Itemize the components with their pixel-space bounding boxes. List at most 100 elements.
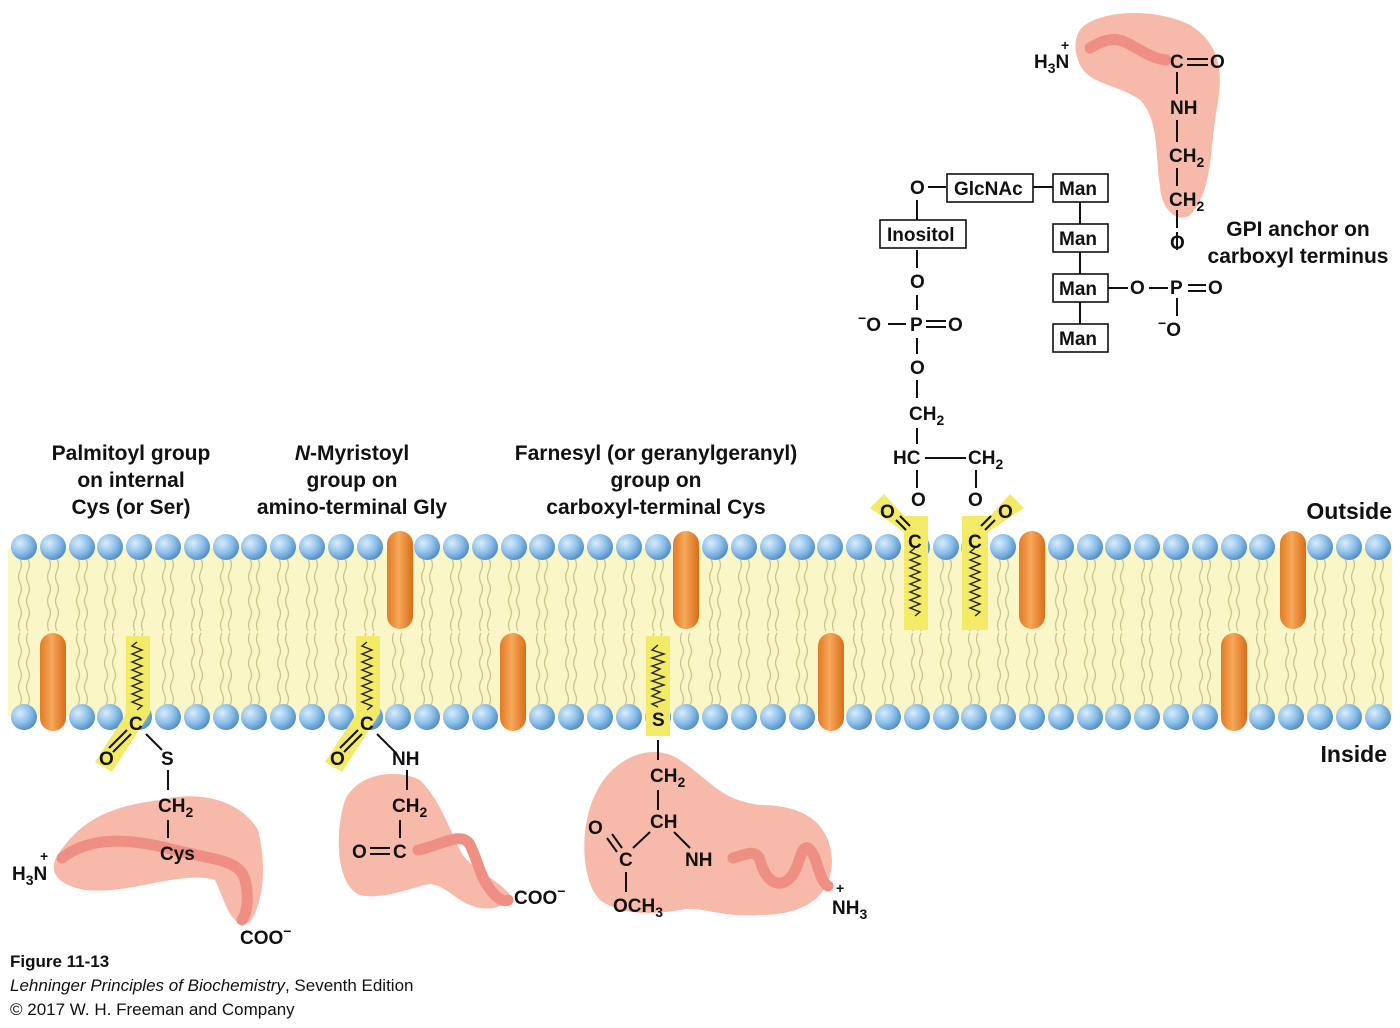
lipid-tail	[276, 632, 282, 706]
lipid-tail	[25, 558, 31, 632]
lipid-tail	[1025, 632, 1031, 706]
lipid-tail	[716, 558, 722, 632]
lipid-head	[1307, 534, 1333, 560]
lipid-head	[529, 534, 555, 560]
carbonyl-c: C	[360, 714, 374, 735]
lipid-tail	[947, 632, 953, 706]
lipid-tail	[601, 632, 607, 706]
carboxyl-terminus: COO−	[514, 883, 565, 909]
lipid-tail	[1054, 558, 1060, 632]
ester-o: O	[968, 490, 983, 511]
gpi-anchor: C C O O O O HC CH2 CH2 O P −O O O Inosit…	[858, 12, 1225, 630]
lipid-head	[760, 704, 786, 730]
figure-caption: Figure 11-13 Lehninger Principles of Bio…	[10, 952, 414, 1019]
lipid-head	[846, 704, 872, 730]
lipid-tail	[399, 632, 405, 706]
lipid-head	[961, 704, 987, 730]
mannose-label: Man	[1059, 329, 1097, 350]
lipid-tail	[543, 632, 549, 706]
lipid-tail	[947, 558, 953, 632]
lipid-tail	[910, 632, 916, 706]
lipid-tail	[881, 558, 887, 632]
integral-protein	[387, 531, 413, 629]
ester-o: O	[911, 490, 926, 511]
lipid-tail	[630, 558, 636, 632]
carbonyl-o: O	[330, 749, 345, 770]
lipid-tail	[939, 632, 945, 706]
lipid-head	[1336, 534, 1362, 560]
integral-proteins	[40, 531, 1306, 731]
lipid-head	[1221, 534, 1247, 560]
phosphate-o-minus: −O	[1158, 315, 1181, 341]
anchor-highlight	[962, 494, 1024, 630]
lipid-tail	[190, 558, 196, 632]
lipid-tail	[774, 558, 780, 632]
farnesyl-label: Farnesyl (or geranylgeranyl)	[515, 442, 797, 465]
lipid-tail	[564, 632, 570, 706]
carbonyl-o: O	[352, 842, 367, 863]
lipid-tail	[169, 558, 175, 632]
lipid-tail	[1198, 558, 1204, 632]
lipid-tail	[247, 558, 253, 632]
ester-c: C	[619, 850, 633, 871]
lipid-tail	[1033, 632, 1039, 706]
lipid-tail	[622, 632, 628, 706]
carboxyl-terminus: COO−	[240, 923, 291, 949]
lipid-tail	[860, 558, 866, 632]
lipid-head	[155, 534, 181, 560]
lipid-head	[270, 534, 296, 560]
thioether-s: S	[652, 710, 665, 731]
lipid-tail	[1004, 632, 1010, 706]
lipid-tail	[996, 558, 1002, 632]
protein-blob	[338, 774, 510, 909]
lipid-head	[1048, 534, 1074, 560]
ch2-group: CH2	[1169, 190, 1204, 214]
isoprenoid-chain	[649, 644, 667, 708]
lipid-tail	[515, 558, 521, 632]
lipid-tail	[1379, 558, 1385, 632]
mannose-label: Man	[1059, 279, 1097, 300]
ester-c: C	[908, 532, 922, 553]
lipid-head	[472, 534, 498, 560]
mannose-label: Man	[1059, 179, 1097, 200]
farnesyl-label: carboxyl-terminal Cys	[546, 496, 765, 519]
lipid-tail	[737, 558, 743, 632]
lipid-tail	[1062, 632, 1068, 706]
amino-group: NH3	[832, 898, 867, 922]
carbonyl-o: O	[880, 502, 895, 523]
lipid-tail	[391, 632, 397, 706]
carbonyl-o: O	[588, 818, 603, 839]
lipid-tail	[737, 632, 743, 706]
lipid-head	[1134, 704, 1160, 730]
gpi-label: GPI anchor on	[1226, 218, 1370, 241]
lipid-head	[443, 704, 469, 730]
lipid-tail	[1342, 558, 1348, 632]
lipid-tail	[939, 558, 945, 632]
lipid-tail	[1111, 558, 1117, 632]
lipid-head	[184, 704, 210, 730]
lipid-tail	[716, 632, 722, 706]
carbonyl-c: C	[393, 842, 407, 863]
lipid-head	[702, 534, 728, 560]
glycerol-ch2: CH2	[968, 448, 1003, 472]
phosphate-o: O	[1170, 233, 1185, 254]
farnesyl-anchor: S CH2 CH NH C O OCH3 NH3 +	[584, 636, 867, 922]
lipid-tail	[572, 558, 578, 632]
lipid-tail	[1321, 558, 1327, 632]
lipid-tail	[305, 632, 311, 706]
lipid-head	[1307, 704, 1333, 730]
lipid-tail	[1255, 632, 1261, 706]
integral-protein	[1019, 531, 1045, 629]
lipid-tail	[630, 632, 636, 706]
lipid-tail	[651, 558, 657, 632]
protein-blob	[584, 752, 832, 916]
protein-blob	[1075, 12, 1220, 218]
lipid-tail	[255, 558, 261, 632]
membrane-core	[8, 548, 1392, 716]
lipid-tail	[305, 558, 311, 632]
lipid-head	[1019, 704, 1045, 730]
lipid-head	[1048, 704, 1074, 730]
lipid-head	[11, 704, 37, 730]
lipid-head	[1077, 534, 1103, 560]
